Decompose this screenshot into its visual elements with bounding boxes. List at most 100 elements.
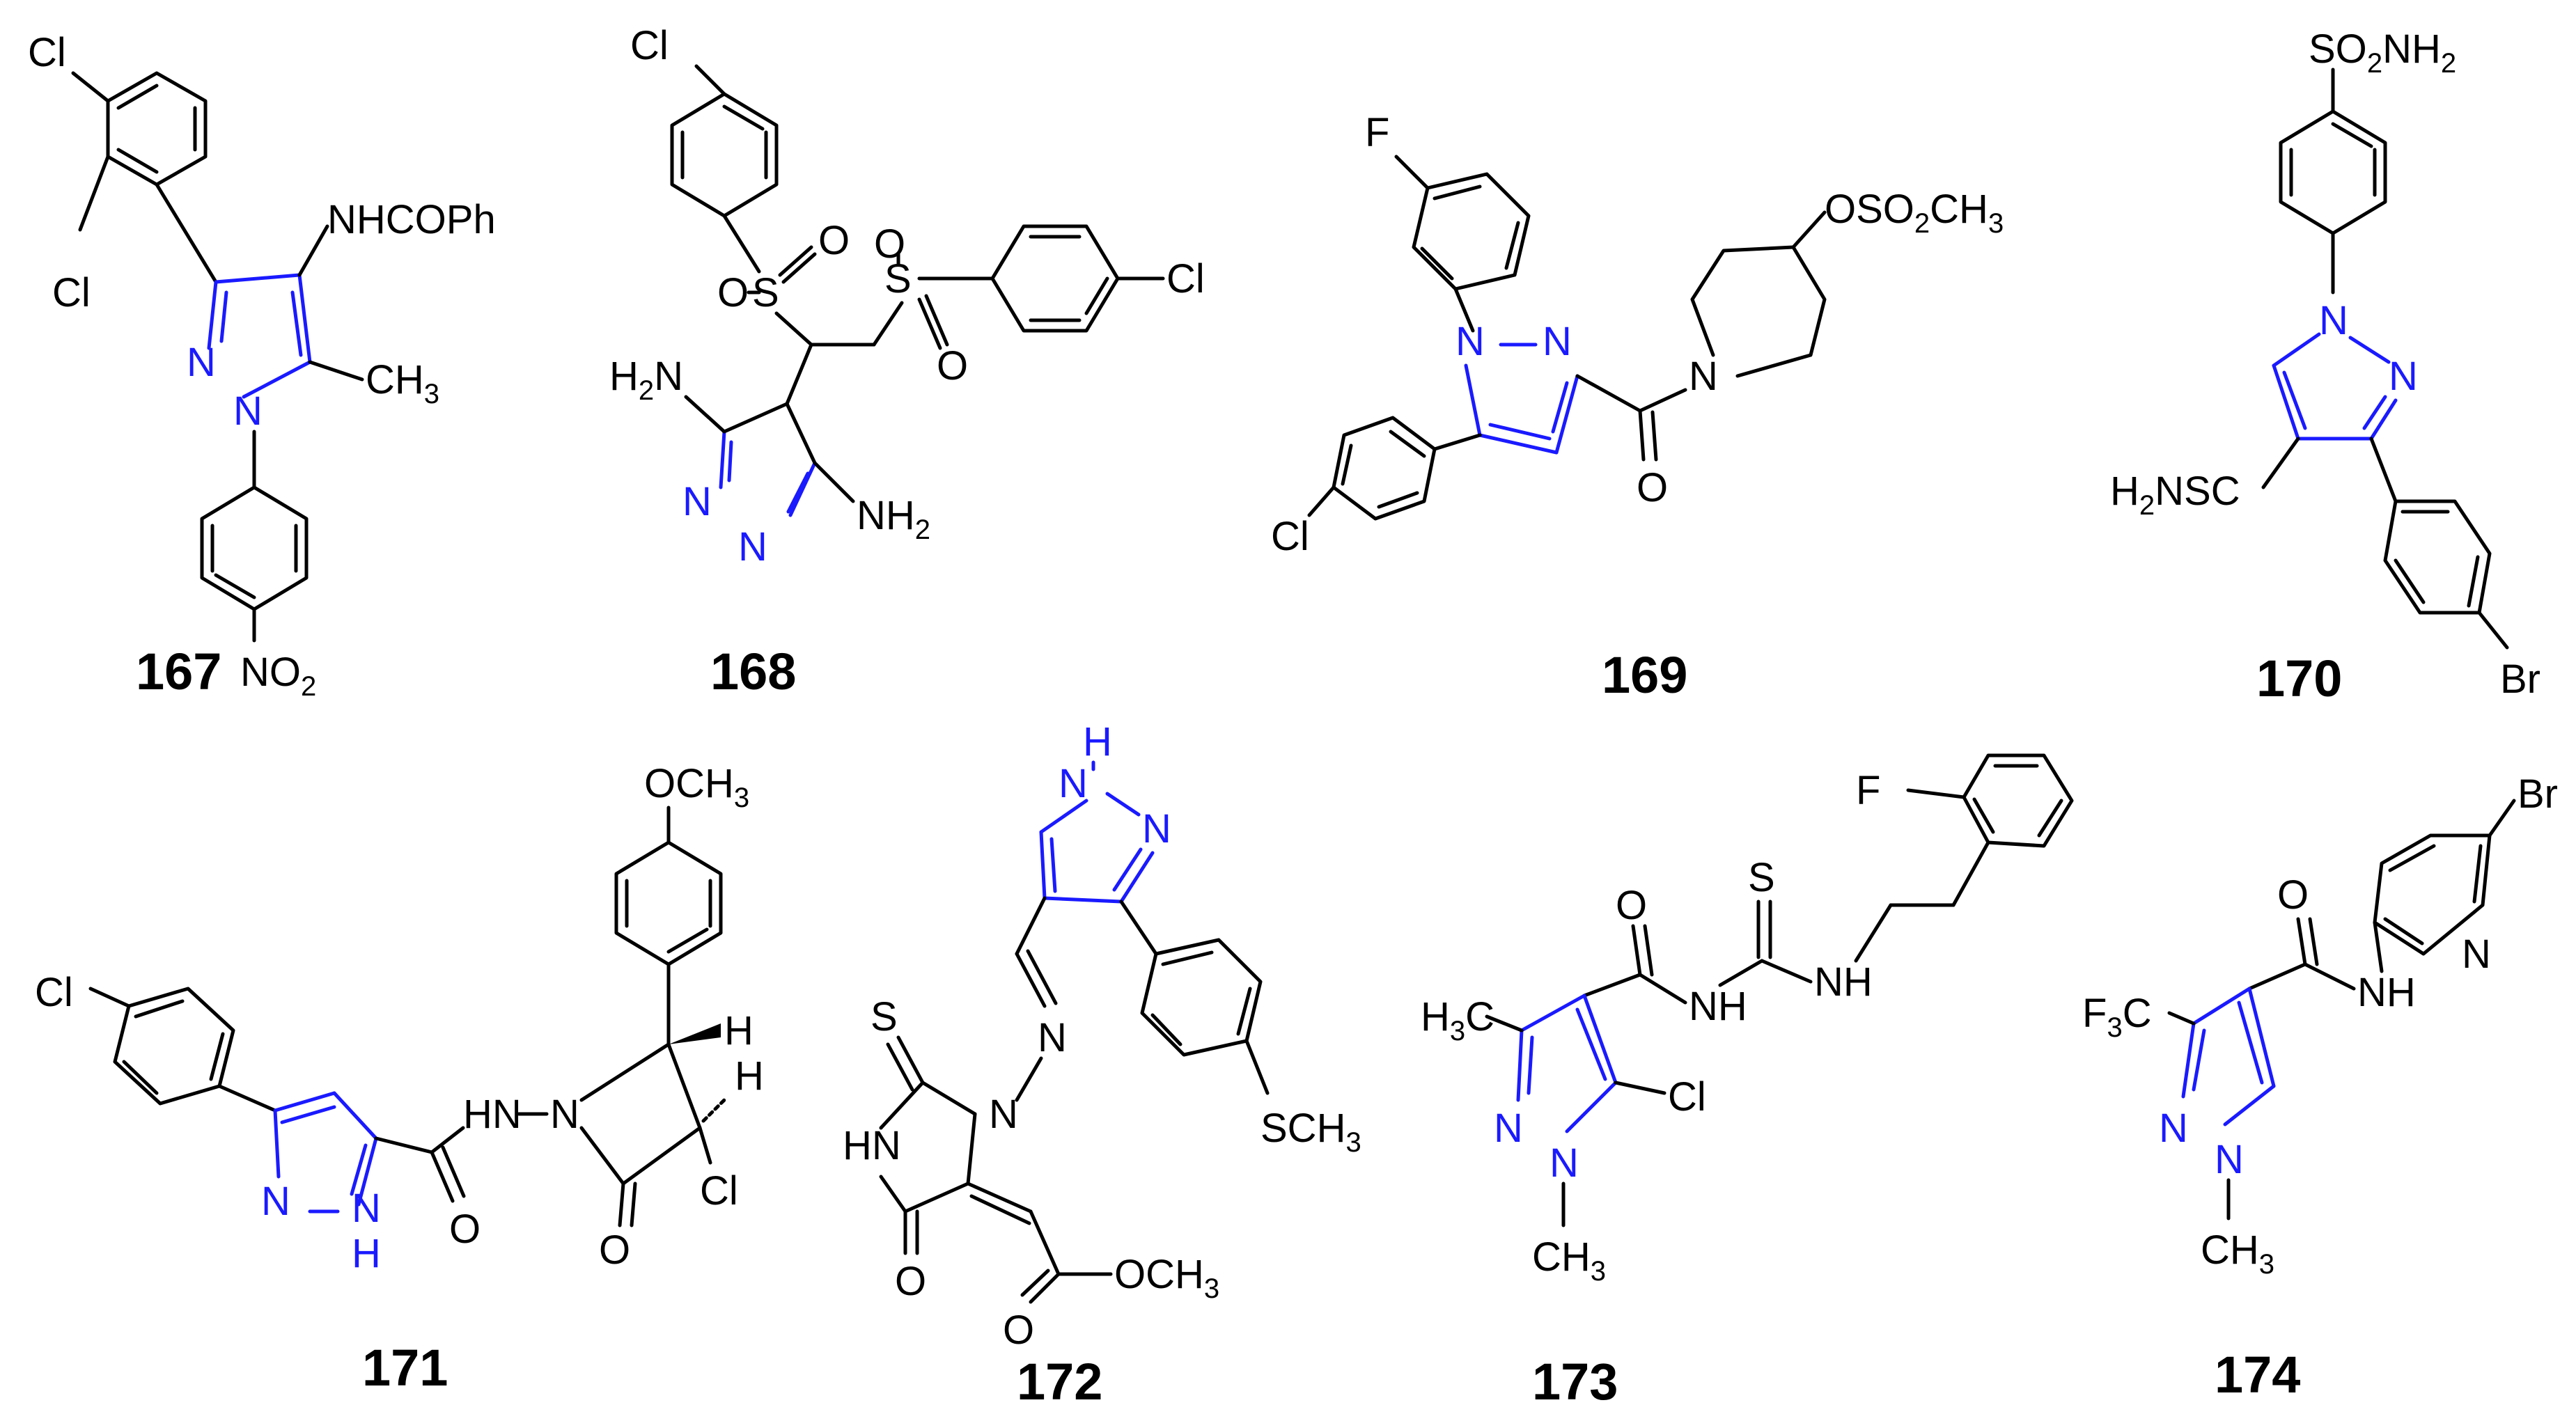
pyrazole-ring (2272, 332, 2398, 441)
nitro-label: NO2 (240, 650, 316, 702)
ring-hn-label: HN (843, 1123, 901, 1168)
pyrazole-n2-label: N (1494, 1106, 1523, 1151)
thiourea-nh1-label: NH (1689, 984, 1747, 1029)
thione-s-label: S (871, 994, 898, 1039)
ring-o-label: O (895, 1259, 926, 1304)
fluorophenyl-ring (1906, 753, 2074, 907)
carbonyl-o-label: O (1616, 883, 1647, 928)
pyrazole-ring (273, 1091, 378, 1214)
amino-label-right: NH2 (857, 493, 930, 545)
bromo-label: Br (2518, 771, 2558, 817)
fluorophenyl-ring (1394, 155, 1531, 333)
lactam-o-label: O (599, 1227, 630, 1273)
methyl-label-left: H3C (1421, 994, 1494, 1046)
imine-n-label: N (1038, 1015, 1067, 1060)
pyrazole-ring (155, 182, 312, 399)
thione-s-label: S (1748, 855, 1775, 900)
compound-number-170: 170 (2256, 650, 2342, 707)
thiourea-nh2-label: NH (1814, 959, 1873, 1005)
pyrazole-n-label: N (261, 1179, 290, 1224)
compound-number-171: 171 (362, 1339, 448, 1397)
pyrazole-n2-label: N (187, 340, 216, 385)
carbonyl-o-label: O (2277, 872, 2309, 918)
n-methyl-label: CH3 (2201, 1227, 2274, 1280)
compound-174: Br N NH O F3C N N CH3 174 (2082, 771, 2558, 1404)
chlorophenyl-ring (1307, 416, 1482, 521)
azo-n-label: N (989, 1092, 1018, 1137)
compound-170: SO2NH2 N N H2NSC (2110, 26, 2540, 707)
methylthiophenyl-ring (1119, 900, 1270, 1095)
n-methyl-label: CH3 (1532, 1234, 1606, 1287)
compound-number-172: 172 (1017, 1353, 1102, 1411)
methyl-ester-label: OCH3 (1114, 1252, 1219, 1304)
pyrazole-h-label: H (1083, 719, 1112, 764)
amide-substituent-label: NHCOPh (327, 197, 496, 242)
compound-172: H N N SCH3 N N N (843, 719, 1361, 1411)
pyrazole-n2-label: N (2159, 1106, 2188, 1151)
carbonyl-o-label: O (1637, 465, 1668, 510)
bromo-label: Br (2500, 657, 2540, 702)
compound-number-168: 168 (710, 643, 796, 700)
piperidine-n-label: N (1689, 354, 1718, 399)
mesylate-label: OSO2CH3 (1825, 187, 2004, 239)
nitrophenyl-ring (200, 430, 309, 643)
chlorophenyl-ring-top (670, 64, 779, 274)
pyrazole-nh-n-label: N (352, 1186, 381, 1231)
pyridine-n-label: N (2462, 932, 2491, 977)
ester-o-label: O (1003, 1308, 1034, 1353)
methoxyphenyl-ring (614, 806, 723, 1046)
amino-label-left: H2N (609, 354, 683, 406)
pyrazoline-ring (719, 402, 817, 517)
compound-169: F N N Cl (1271, 110, 2004, 704)
chlorophenyl-ring-right (917, 224, 1165, 333)
chloro-label-ortho: Cl (52, 270, 91, 315)
pyrazole-n1-label: N (233, 388, 263, 434)
bromophenyl-ring (2369, 437, 2509, 650)
pyrazole-n2-label: N (2389, 354, 2418, 399)
pyrazole-n2-label: N (1543, 319, 1572, 364)
chloro-label-left: Cl (35, 970, 73, 1015)
sulfonyl-o2-label: O (818, 218, 850, 263)
amide-o-label: O (449, 1207, 481, 1252)
methoxy-label: OCH3 (644, 761, 749, 813)
dichlorophenyl-ring (71, 71, 208, 232)
compound-168: Cl S O O S O O Cl (609, 23, 1205, 700)
sulfonamidophenyl-ring (2279, 68, 2387, 295)
bromopyridine-ring (2373, 799, 2516, 956)
pyrazole-n1-label: N (1549, 1140, 1579, 1186)
sulfonamide-label: SO2NH2 (2309, 26, 2456, 79)
compound-number-167: 167 (136, 643, 221, 700)
sulfonyl-o1-label: O (717, 270, 749, 315)
compound-number-174: 174 (2215, 1346, 2300, 1404)
chloro-label-top: Cl (28, 30, 66, 75)
chlorophenyl-ring (88, 987, 277, 1113)
trifluoromethyl-label: F3C (2082, 991, 2152, 1043)
methyl-label: CH3 (366, 357, 439, 409)
pyrazole-ring (2181, 987, 2276, 1126)
beta-lactam-ring (579, 1042, 702, 1227)
compound-number-169: 169 (1602, 646, 1687, 704)
pyrazole-ring (1464, 343, 1579, 455)
pyrazole-n1-label: N (1059, 761, 1088, 806)
compound-167: Cl Cl N N NHCOPh CH3 NO2 167 (28, 30, 496, 702)
pyrazoline-n-a-label: N (682, 479, 712, 524)
pyrazole-nh-h-label: H (352, 1231, 381, 1276)
thiohydantoin-ring (879, 1035, 977, 1255)
hydrazide-hn-label: HN (463, 1092, 522, 1137)
fluoro-label: F (1856, 768, 1880, 813)
compound-number-173: 173 (1532, 1353, 1618, 1411)
pyrazole-n1-label: N (1455, 319, 1485, 364)
methylthio-label: SCH3 (1260, 1106, 1361, 1158)
compound-171: OCH3 Cl N N H (35, 761, 764, 1397)
pyrazoline-n-b-label: N (738, 524, 767, 570)
chloro-label: Cl (1271, 514, 1309, 559)
sulfonyl-o3-label: O (874, 221, 905, 267)
stereo-h1-label: H (724, 1008, 754, 1053)
chloro-label-right: Cl (1166, 256, 1205, 301)
pyrazole-ring (1516, 994, 1618, 1133)
chloro-label-right: Cl (700, 1168, 738, 1214)
chloro-label: Cl (1668, 1074, 1706, 1120)
pyrazole-n1-label: N (2215, 1137, 2244, 1182)
pyrazole-n1-label: N (2319, 298, 2348, 343)
